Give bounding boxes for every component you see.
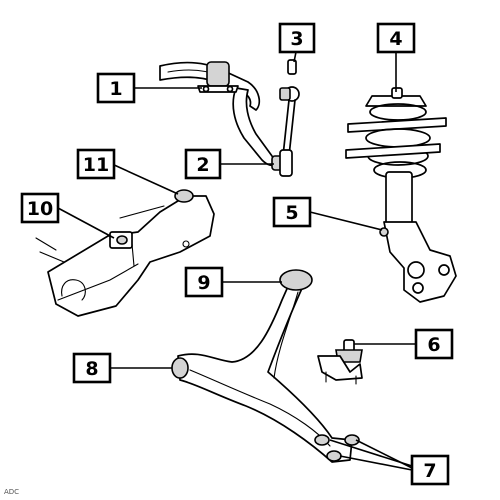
callout-6: 6 <box>414 328 454 360</box>
callout-1: 1 <box>96 72 136 104</box>
callout-2: 2 <box>184 148 222 180</box>
callout-9: 9 <box>184 266 224 298</box>
link-bushing <box>271 149 293 177</box>
lower-arm-front-bush <box>171 357 189 379</box>
svg-text:10: 10 <box>27 198 53 220</box>
lower-arm-rear-bush <box>279 269 313 291</box>
callout-4: 4 <box>376 22 416 54</box>
svg-text:2: 2 <box>196 154 209 176</box>
svg-text:11: 11 <box>83 154 109 176</box>
callout-5: 5 <box>272 196 312 228</box>
svg-text:3: 3 <box>290 28 303 50</box>
svg-text:7: 7 <box>423 460 436 482</box>
callout-3: 3 <box>278 22 316 54</box>
svg-text:6: 6 <box>427 334 440 356</box>
callout-7: 7 <box>410 454 450 486</box>
leader-lines <box>57 51 416 471</box>
stabilizer-link <box>279 59 300 157</box>
ball-joint <box>317 339 363 385</box>
callout-10: 10 <box>20 192 60 224</box>
svg-text:1: 1 <box>109 78 122 100</box>
image-credit: ADC <box>4 488 19 496</box>
callout-8: 8 <box>72 352 112 384</box>
lower-arm-bolt-3 <box>326 450 342 462</box>
lower-arm-bolt-2 <box>344 434 360 446</box>
subframe <box>35 189 215 317</box>
svg-text:5: 5 <box>285 202 298 224</box>
svg-text:9: 9 <box>197 272 210 294</box>
stabilizer-bushing <box>197 61 239 93</box>
svg-text:4: 4 <box>389 28 402 50</box>
callout-11: 11 <box>76 148 116 180</box>
svg-text:8: 8 <box>85 358 98 380</box>
lower-arm-bolt-1 <box>314 434 330 446</box>
subframe-front-mount <box>174 189 194 203</box>
strut-assembly <box>345 87 457 303</box>
